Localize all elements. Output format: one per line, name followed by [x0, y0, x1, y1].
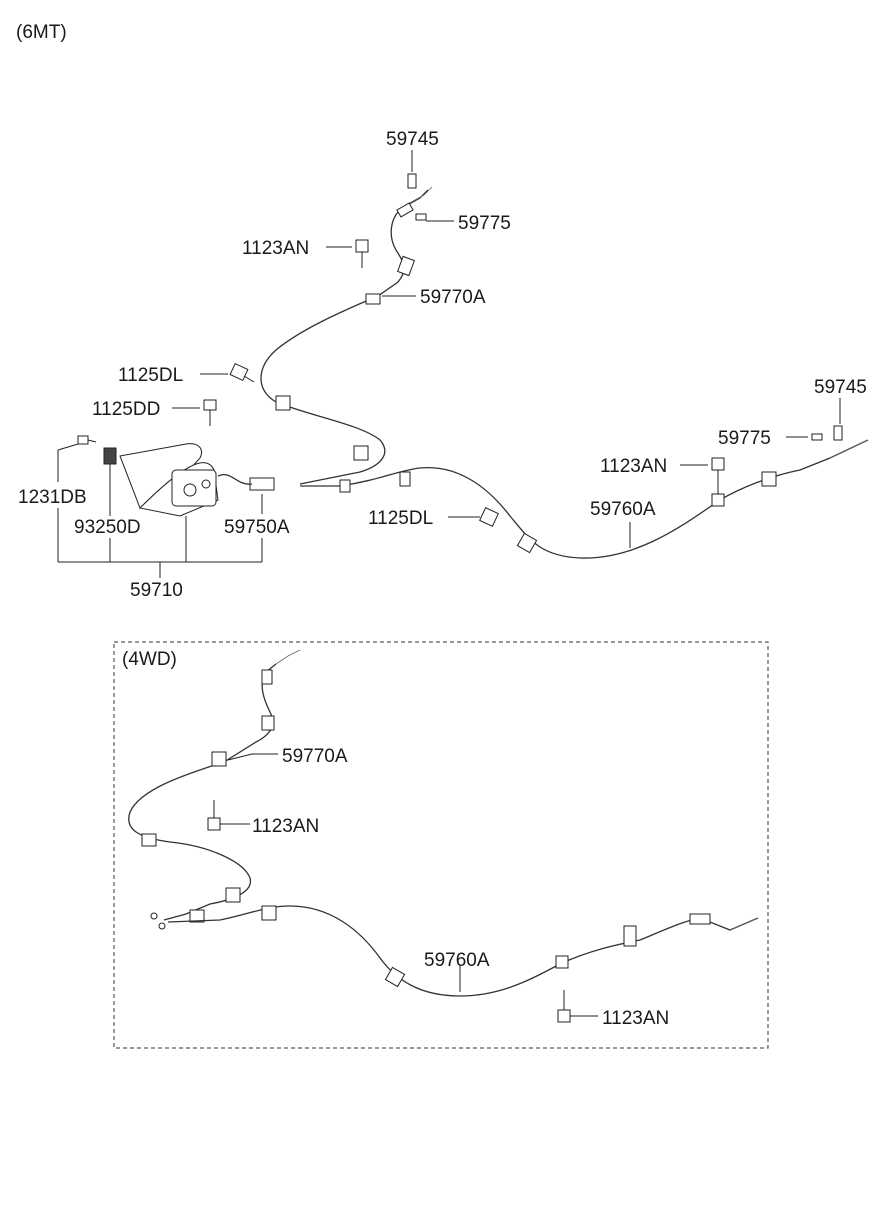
callout-1123an-4wd-a: 1123AN — [252, 816, 319, 837]
bolt-1125dl-b — [479, 507, 499, 527]
switch-93250d — [103, 447, 117, 465]
callout-59710: 59710 — [130, 580, 183, 601]
bolt-1231db — [77, 435, 97, 445]
callout-1125dl-b: 1125DL — [368, 508, 433, 529]
front-cable-4wd — [128, 649, 301, 930]
bolt-1123an-right — [711, 457, 725, 494]
callout-1123an-right: 1123AN — [600, 456, 667, 477]
parking-brake-lever-59710 — [119, 443, 275, 517]
callout-1125dd: 1125DD — [92, 399, 160, 420]
variant-label-4wd: (4WD) — [122, 649, 177, 670]
callout-59760a-4wd: 59760A — [424, 950, 490, 971]
clip-59745-right — [833, 425, 843, 441]
clip-59745-top — [407, 173, 417, 189]
bolt-1125dl-a — [229, 362, 255, 383]
callout-59770a-4wd: 59770A — [282, 746, 348, 767]
bolt-1123an-4wd-a — [207, 800, 221, 831]
callout-59775-top: 59775 — [458, 213, 511, 234]
rear-cable-59760a — [300, 439, 869, 559]
callout-1123an-4wd-b: 1123AN — [602, 1008, 669, 1029]
bolt-1123an-top — [355, 239, 369, 268]
leader-lines-main — [57, 150, 841, 578]
variant-label-6mt: (6MT) — [16, 22, 67, 43]
callout-1123an-top: 1123AN — [242, 238, 309, 259]
callout-59775-right: 59775 — [718, 428, 771, 449]
callout-1231db: 1231DB — [18, 487, 87, 508]
callout-93250d: 93250D — [74, 517, 141, 538]
callout-59760a-main: 59760A — [590, 499, 656, 520]
pin-59775-top — [415, 213, 427, 221]
callout-59745-right: 59745 — [814, 377, 867, 398]
variant-box-4wd — [113, 641, 769, 1049]
front-cable-59770a — [260, 186, 433, 485]
rear-cable-4wd — [167, 905, 759, 997]
leader-lines-4wd — [220, 753, 598, 1017]
pin-59775-right — [811, 433, 823, 441]
callout-1125dl-a: 1125DL — [118, 365, 183, 386]
bolt-1123an-4wd-b — [557, 990, 571, 1023]
bolt-1125dd — [203, 399, 217, 426]
callout-59770a-top: 59770A — [420, 287, 486, 308]
callout-59750a: 59750A — [224, 517, 290, 538]
callout-59745-top: 59745 — [386, 129, 439, 150]
